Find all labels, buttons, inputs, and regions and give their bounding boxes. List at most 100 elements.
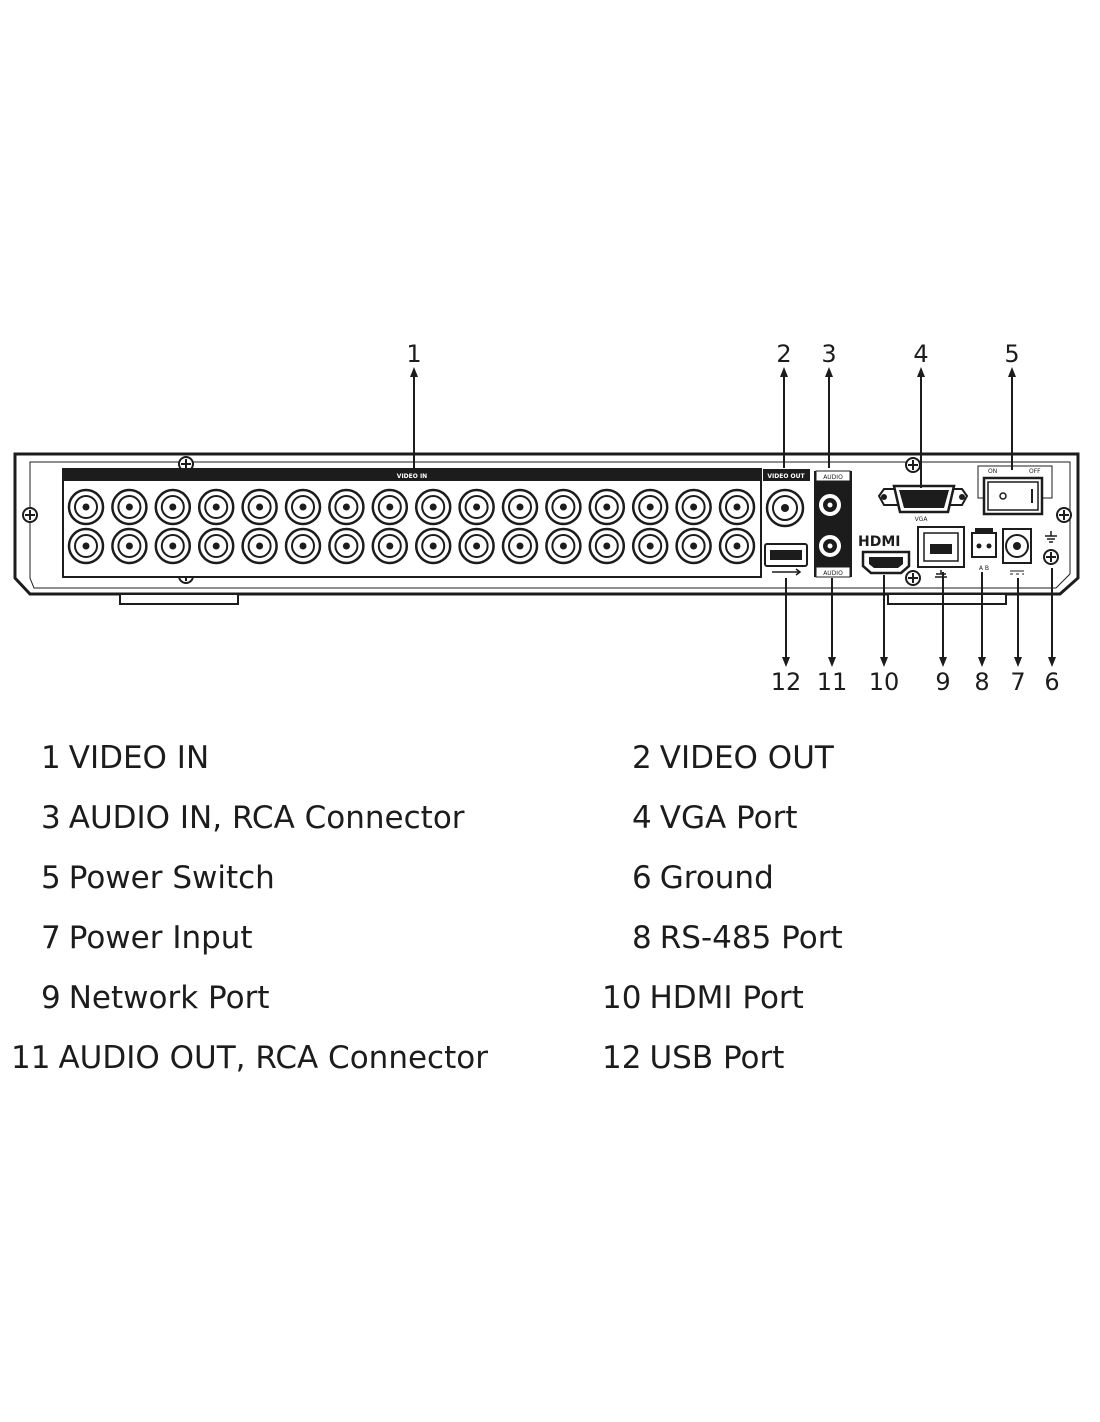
bnc-connector-icon [111, 488, 148, 526]
legend-label: Power Input [68, 920, 253, 956]
bnc-connector-icon [154, 488, 192, 526]
video-in-panel-label: VIDEO IN [397, 473, 427, 480]
bnc-connector-icon [154, 527, 192, 565]
video-in-panel: VIDEO IN [62, 468, 762, 578]
callout-number: 2 [776, 340, 791, 368]
bnc-connector-icon [458, 488, 495, 526]
callout-number: 11 [817, 668, 848, 696]
bnc-connector-icon [67, 488, 105, 526]
bnc-connector-icon [414, 488, 452, 526]
bnc-connector-icon [197, 527, 235, 565]
legend-number: 6 [632, 860, 652, 896]
legend-number: 12 [602, 1040, 642, 1076]
legend-label: Ground [659, 860, 774, 896]
rs485-port: A B [971, 528, 997, 572]
bnc-connector-icon [501, 527, 539, 565]
callout-number: 4 [913, 340, 928, 368]
legend-number: 8 [632, 920, 652, 956]
bnc-connector-grid [67, 488, 756, 565]
legend-label: RS-485 Port [659, 920, 843, 956]
bnc-connector-icon [631, 488, 669, 526]
legend-label: AUDIO IN, RCA Connector [68, 800, 465, 836]
bnc-connector-icon [501, 488, 539, 526]
callout-number: 1 [406, 340, 421, 368]
usb-icon [772, 568, 802, 576]
bnc-connector-icon [545, 488, 582, 526]
legend-number: 9 [41, 980, 61, 1016]
audio-panel: AUDIO AUDIO [814, 470, 852, 578]
callout-number: 10 [869, 668, 900, 696]
power-off-label: OFF [1029, 468, 1041, 475]
audio-bottom-label: AUDIO [823, 570, 843, 577]
legend-number: 2 [632, 740, 652, 776]
callout-number: 9 [935, 668, 950, 696]
bnc-connector-icon [588, 488, 626, 526]
audio-in-rca-icon [819, 494, 841, 516]
bnc-connector-icon [284, 488, 322, 526]
bnc-connector-icon [241, 488, 278, 526]
bnc-connector-icon [111, 527, 148, 565]
screw-icon [905, 570, 921, 586]
legend-label: VIDEO OUT [659, 740, 834, 776]
right-foot [887, 593, 1007, 605]
dc-symbol-icon [1010, 570, 1024, 575]
network-icon [935, 570, 947, 578]
hdmi-logo: HDMI [858, 534, 900, 550]
callout-number: 12 [771, 668, 802, 696]
bnc-connector-icon [241, 527, 278, 565]
network-port [917, 526, 965, 578]
legend-label: VIDEO IN [68, 740, 210, 776]
power-input [1002, 528, 1032, 575]
screw-icon [1056, 507, 1072, 523]
bnc-connector-icon [458, 527, 495, 565]
vga-label: VGA [915, 516, 929, 523]
bnc-connector-icon [675, 488, 712, 526]
usb-port [764, 543, 808, 576]
callout-number: 8 [974, 668, 989, 696]
legend-number: 5 [41, 860, 61, 896]
callout-number: 6 [1044, 668, 1059, 696]
left-foot [119, 593, 239, 605]
video-out-panel: VIDEO OUT [763, 469, 810, 528]
legend-label: HDMI Port [649, 980, 804, 1016]
bnc-connector-icon [718, 527, 756, 565]
callout-number: 7 [1010, 668, 1025, 696]
legend-number: 3 [41, 800, 61, 836]
legend-label: Power Switch [68, 860, 275, 896]
bnc-connector-icon [197, 488, 235, 526]
ground-terminal [1043, 531, 1059, 565]
legend-number: 1 [41, 740, 61, 776]
bnc-connector-icon [588, 527, 626, 565]
legend-number: 7 [41, 920, 61, 956]
screw-icon [905, 457, 921, 473]
bnc-connector-icon [675, 527, 712, 565]
bnc-connector-icon [328, 488, 365, 526]
callout-number: 5 [1004, 340, 1019, 368]
legend-label: Network Port [68, 980, 270, 1016]
screw-icon [22, 507, 38, 523]
vga-port: VGA [877, 484, 969, 523]
bnc-connector-icon [284, 527, 322, 565]
bnc-connector-icon [414, 527, 452, 565]
audio-top-label: AUDIO [823, 474, 843, 481]
legend-label: VGA Port [659, 800, 798, 836]
bnc-connector-icon [371, 488, 409, 526]
bnc-connector-icon [545, 527, 582, 565]
bnc-connector-icon [371, 527, 409, 565]
legend-label: AUDIO OUT, RCA Connector [58, 1040, 488, 1076]
ground-icon [1045, 531, 1057, 543]
legend-number: 4 [632, 800, 652, 836]
